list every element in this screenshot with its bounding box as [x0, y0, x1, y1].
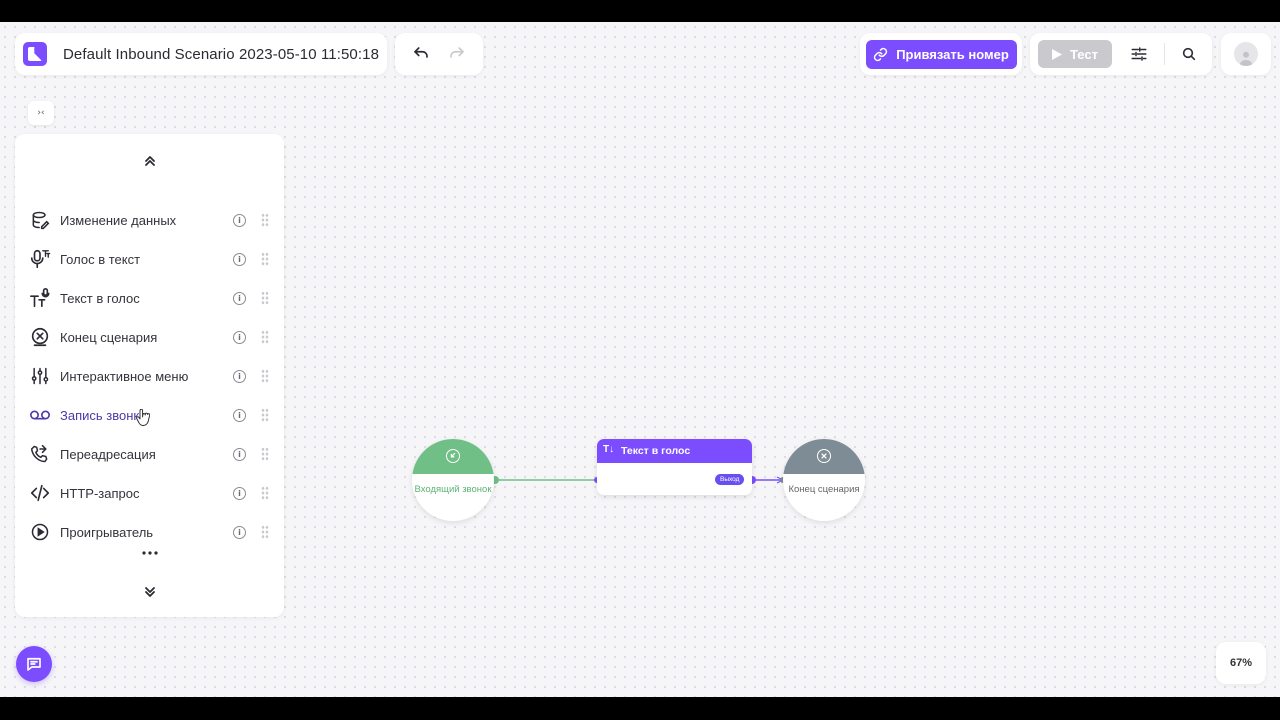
scenario-title-bar: Default Inbound Scenario 2023-05-10 11:5… [15, 33, 387, 75]
info-icon[interactable]: i [233, 331, 246, 344]
play-circle-icon [29, 521, 51, 543]
info-icon[interactable]: i [233, 409, 246, 422]
palette-item-speech-to-text[interactable]: Голос в текст i [15, 240, 284, 279]
palette-item-call-forwarding[interactable]: Переадресация i [15, 435, 284, 474]
palette-item-label: Изменение данных [60, 213, 177, 228]
toolbar-divider [1164, 43, 1165, 65]
scenario-canvas[interactable]: Default Inbound Scenario 2023-05-10 11:5… [0, 22, 1280, 697]
drag-handle-icon[interactable] [261, 447, 269, 461]
bind-number-button[interactable]: Привязать номер [865, 39, 1017, 69]
palette-item-label: Запись звонка [60, 408, 147, 423]
end-scenario-icon [817, 449, 831, 463]
tts-output-label[interactable]: Выход [715, 474, 745, 485]
drag-handle-icon[interactable] [261, 213, 269, 227]
palette-item-label: Интерактивное меню [60, 369, 189, 384]
sliders-vertical-icon [29, 365, 51, 387]
palette-item-label: Голос в текст [60, 252, 141, 267]
collapse-palette-button[interactable]: ›‹ [28, 101, 54, 125]
scroll-down-icon[interactable] [15, 580, 284, 604]
play-icon [1052, 48, 1063, 60]
phone-forward-icon [29, 443, 51, 465]
drag-handle-icon[interactable] [261, 252, 269, 266]
info-icon[interactable]: i [233, 448, 246, 461]
link-icon [874, 47, 888, 61]
drag-handle-icon[interactable] [261, 408, 269, 422]
start-node[interactable]: Входящий звонок [412, 439, 494, 521]
end-node[interactable]: Конец сценария [783, 439, 865, 521]
palette-item-label: Текст в голос [60, 291, 140, 306]
database-edit-icon [29, 209, 51, 231]
palette-item-call-recording[interactable]: Запись звонка i [15, 396, 284, 435]
info-icon[interactable]: i [233, 214, 246, 227]
palette-item-label: HTTP-запрос [60, 486, 140, 501]
start-node-header [412, 439, 494, 474]
user-menu[interactable] [1221, 33, 1271, 75]
support-chat-button[interactable] [16, 646, 52, 682]
info-icon[interactable]: i [233, 487, 246, 500]
more-icon[interactable] [15, 541, 284, 565]
redo-icon[interactable] [444, 41, 470, 67]
text-voice-icon [29, 287, 51, 309]
palette-item-player[interactable]: Проигрыватель i [15, 513, 284, 552]
history-controls [395, 33, 483, 75]
voicemail-icon [29, 404, 51, 426]
drag-handle-icon[interactable] [261, 525, 269, 539]
sliders-icon[interactable] [1126, 41, 1152, 67]
bind-number-label: Привязать номер [896, 46, 1009, 62]
code-icon [29, 482, 51, 504]
block-palette: Изменение данных i Голос в текст i Текст… [15, 134, 284, 617]
palette-item-end-scenario[interactable]: Конец сценария i [15, 318, 284, 357]
test-label: Тест [1070, 46, 1098, 62]
test-button[interactable]: Тест [1038, 40, 1112, 68]
hand-cursor-icon [136, 409, 150, 426]
incoming-call-icon [446, 449, 460, 463]
zoom-level[interactable]: 67% [1216, 642, 1266, 684]
scroll-up-icon[interactable] [15, 149, 284, 173]
text-to-speech-node[interactable]: T↓ Текст в голос Выход [597, 439, 752, 495]
palette-item-label: Переадресация [60, 447, 156, 462]
search-icon[interactable] [1176, 41, 1202, 67]
start-node-label: Входящий звонок [414, 484, 492, 495]
tts-node-header: T↓ Текст в голос [597, 439, 752, 463]
palette-item-http-request[interactable]: HTTP-запрос i [15, 474, 284, 513]
end-scenario-icon [29, 326, 51, 348]
info-icon[interactable]: i [233, 526, 246, 539]
end-node-header [783, 439, 865, 474]
undo-icon[interactable] [408, 41, 434, 67]
chat-icon [27, 657, 41, 671]
drag-handle-icon[interactable] [261, 486, 269, 500]
end-node-label: Конец сценария [788, 484, 860, 495]
info-icon[interactable]: i [233, 292, 246, 305]
drag-handle-icon[interactable] [261, 291, 269, 305]
palette-item-data-change[interactable]: Изменение данных i [15, 201, 284, 240]
palette-item-text-to-speech[interactable]: Текст в голос i [15, 279, 284, 318]
drag-handle-icon[interactable] [261, 369, 269, 383]
mic-text-icon [29, 248, 51, 270]
palette-item-label: Проигрыватель [60, 525, 154, 540]
text-voice-icon: T↓ [603, 444, 615, 455]
palette-item-interactive-menu[interactable]: Интерактивное меню i [15, 357, 284, 396]
palette-item-label: Конец сценария [60, 330, 158, 345]
info-icon[interactable]: i [233, 253, 246, 266]
logo-icon[interactable] [23, 42, 47, 66]
bind-number-panel: Привязать номер [860, 33, 1022, 75]
tts-node-title: Текст в голос [621, 445, 691, 457]
info-icon[interactable]: i [233, 370, 246, 383]
drag-handle-icon[interactable] [261, 330, 269, 344]
user-icon [1234, 42, 1258, 66]
tools-panel: Тест [1030, 33, 1212, 75]
scenario-title[interactable]: Default Inbound Scenario 2023-05-10 11:5… [63, 45, 380, 63]
